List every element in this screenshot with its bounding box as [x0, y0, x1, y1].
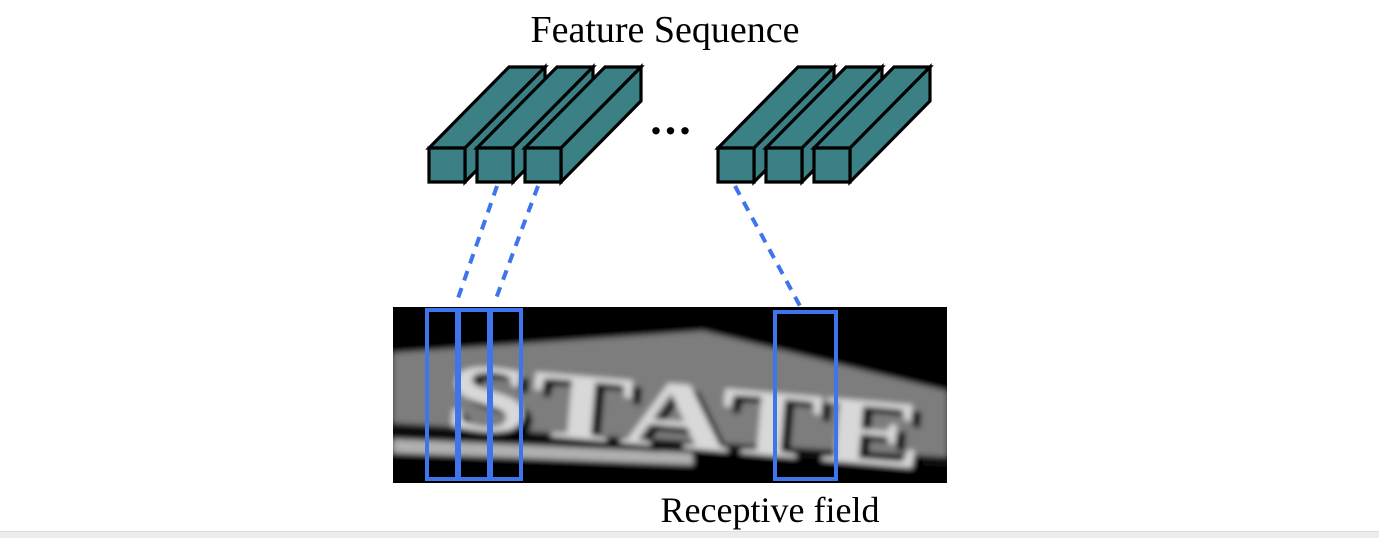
bar-front-face [812, 146, 852, 184]
photo-dark-streak [393, 423, 947, 467]
feature-sequence-left-group [425, 63, 645, 186]
feature-sequence-right-group [714, 63, 934, 186]
bar-front-face [716, 146, 756, 184]
word-photo: STATE STATE [393, 307, 947, 483]
feature-vector-bar [521, 63, 645, 186]
receptive-link-line [733, 185, 802, 307]
photo-light-strip [393, 439, 693, 465]
receptive-link-line [454, 185, 499, 305]
receptive-field-boxes [425, 308, 838, 481]
page-bottom-bar [0, 531, 1379, 538]
receptive-link-line [492, 185, 540, 305]
figure-title: Feature Sequence [530, 9, 800, 51]
receptive-field-box [489, 308, 523, 481]
sequence-ellipsis: ... [650, 93, 694, 144]
bar-front-face [764, 146, 804, 184]
feature-vector-bar [810, 63, 934, 186]
receptive-field-box [773, 310, 838, 481]
bar-front-face [427, 146, 467, 184]
bar-front-face [523, 146, 563, 184]
receptive-links [454, 185, 802, 307]
figure-caption: Receptive field [660, 490, 880, 530]
bar-front-face [475, 146, 515, 184]
